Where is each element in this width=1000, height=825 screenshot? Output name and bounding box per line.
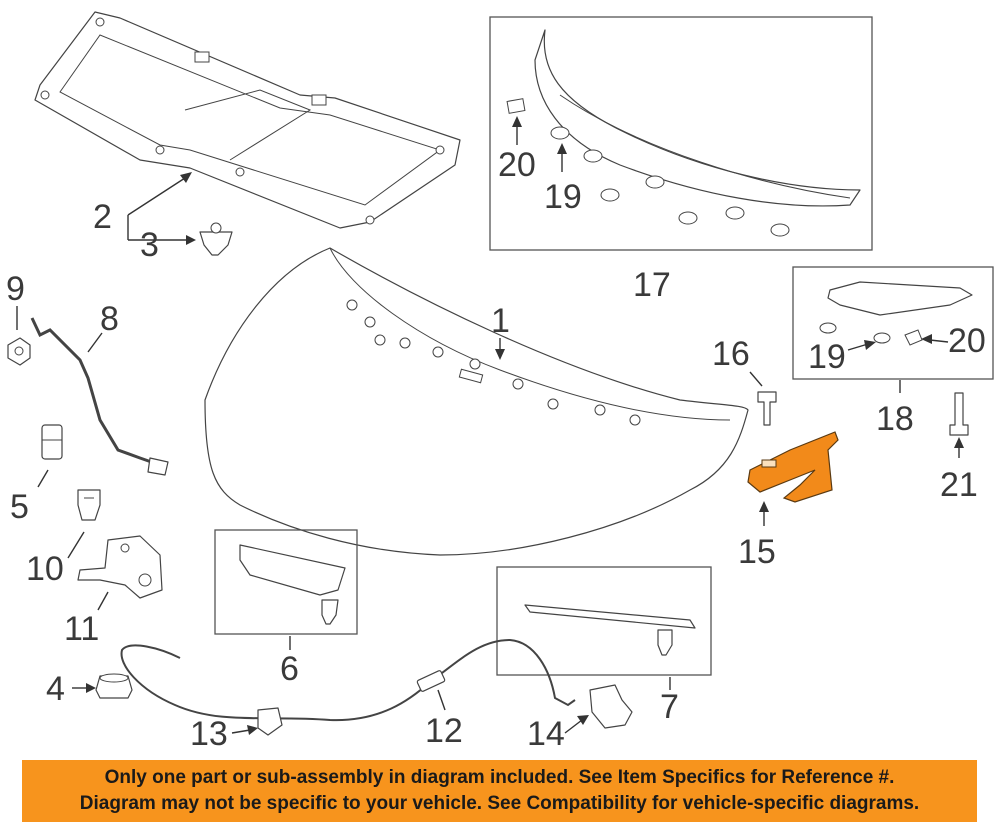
prop-rod-part-8 [30, 317, 169, 476]
box-17 [489, 16, 873, 251]
callout-12: 12 [425, 712, 463, 750]
hood-insulator-part [34, 11, 461, 229]
callout-13: 13 [190, 715, 228, 753]
clip-part-3 [199, 222, 233, 256]
callout-3: 3 [140, 226, 159, 264]
callout-9: 9 [6, 270, 25, 308]
disclaimer-line-1: Only one part or sub-assembly in diagram… [104, 767, 895, 788]
hood-latch-part-11 [77, 535, 163, 599]
weatherstrip-part-7 [524, 604, 696, 656]
callout-14: 14 [527, 715, 565, 753]
release-handle-part-14 [589, 684, 633, 729]
callout-18: 18 [876, 400, 914, 438]
callout-21: 21 [940, 466, 978, 504]
callout-16: 16 [712, 335, 750, 373]
callout-4: 4 [46, 670, 65, 708]
callout-19-box17: 19 [544, 178, 582, 216]
leader-2 [127, 177, 186, 240]
callout-7: 7 [660, 688, 679, 726]
callout-20-box17: 20 [498, 146, 536, 184]
release-cable-part-12 [120, 638, 576, 722]
seal-part-18 [819, 281, 973, 346]
bolt-part-21 [949, 392, 969, 436]
cable-clip-part-13 [257, 707, 283, 736]
parts-diagram: 1 2 3 9 8 5 10 11 4 13 12 14 6 7 15 16 1… [6, 11, 994, 753]
box-18 [792, 266, 994, 380]
callout-10: 10 [26, 550, 64, 588]
callout-11: 11 [64, 610, 99, 648]
callout-1: 1 [491, 302, 510, 340]
callout-5: 5 [10, 488, 29, 526]
callout-6: 6 [280, 650, 299, 688]
callout-2: 2 [93, 198, 112, 236]
box-7 [496, 566, 712, 676]
clip-part-10 [77, 489, 101, 521]
callout-15: 15 [738, 533, 776, 571]
nut-part-9 [7, 337, 31, 366]
disclaimer-banner: Only one part or sub-assembly in diagram… [22, 760, 977, 822]
bumper-part-5 [41, 424, 63, 460]
bumper-part-4 [95, 673, 133, 699]
callout-8: 8 [100, 300, 119, 338]
box-6 [214, 529, 358, 635]
bolt-part-16 [757, 391, 777, 426]
clips-19-box17 [506, 98, 790, 237]
hood-part-1 [204, 247, 749, 556]
seal-part-6 [239, 544, 346, 625]
callout-20-box18: 20 [948, 322, 986, 360]
callout-19-box18: 19 [808, 338, 846, 376]
disclaimer-line-2: Diagram may not be specific to your vehi… [79, 793, 920, 814]
callout-17: 17 [633, 266, 671, 304]
highlighted-bracket-part-15 [747, 431, 839, 503]
hood-seal-part-17 [534, 29, 861, 207]
